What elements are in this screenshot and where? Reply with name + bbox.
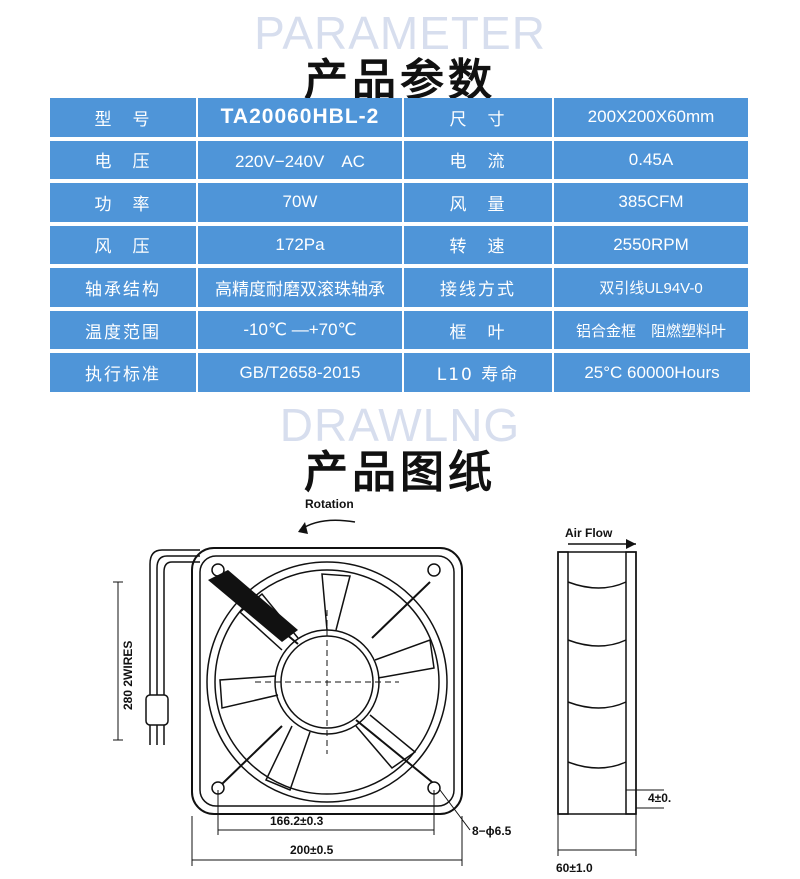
dim-outer-label: 200±0.5 bbox=[290, 843, 334, 857]
drawing-title: 产品图纸 bbox=[304, 447, 496, 498]
dim-depth-label: 60±1.0 bbox=[556, 861, 593, 875]
spec-value-lifetime: 25°C 60000Hours bbox=[554, 353, 750, 392]
spec-value-temperature: -10℃ —+70℃ bbox=[198, 310, 404, 350]
spec-label-speed: 转 速 bbox=[404, 225, 554, 265]
spec-label-frame-blade: 框 叶 bbox=[404, 310, 554, 350]
airflow-label: Air Flow bbox=[565, 526, 613, 540]
spec-label-current: 电 流 bbox=[404, 140, 554, 180]
parameter-watermark: PARAMETER bbox=[254, 7, 546, 59]
spec-label-bearing: 轴承结构 bbox=[50, 268, 198, 307]
dim-flange-label: 4±0. bbox=[648, 791, 671, 805]
fan-side-view bbox=[557, 543, 664, 856]
fan-drawing: Rotation Air Flow 280 2WIRES 166.2±0.3 2… bbox=[113, 497, 671, 875]
spec-label-power: 功 率 bbox=[50, 183, 198, 222]
spec-value-power: 70W bbox=[198, 183, 404, 222]
spec-label-temperature: 温度范围 bbox=[50, 310, 198, 350]
rotation-label: Rotation bbox=[305, 497, 354, 511]
spec-value-frame-blade: 铝合金框 阻燃塑料叶 bbox=[554, 310, 750, 350]
fan-front-view bbox=[113, 519, 471, 866]
spec-value-size: 200X200X60mm bbox=[554, 98, 750, 137]
dim-inner-label: 166.2±0.3 bbox=[270, 814, 324, 828]
spec-value-pressure: 172Pa bbox=[198, 225, 404, 265]
spec-label-airflow: 风 量 bbox=[404, 183, 554, 222]
wires-label: 280 2WIRES bbox=[121, 641, 135, 710]
spec-value-current: 0.45A bbox=[554, 140, 750, 180]
dim-hole-label: 8−ϕ6.5 bbox=[472, 824, 512, 838]
drawing-watermark: DRAWLNG bbox=[279, 399, 521, 451]
spec-value-airflow: 385CFM bbox=[554, 183, 750, 222]
spec-label-lifetime: L10 寿命 bbox=[404, 353, 554, 392]
spec-label-model: 型 号 bbox=[50, 98, 198, 137]
parameter-title: 产品参数 bbox=[304, 55, 496, 106]
spec-label-voltage: 电 压 bbox=[50, 140, 198, 180]
spec-label-wiring: 接线方式 bbox=[404, 268, 554, 307]
spec-value-wiring: 双引线UL94V-0 bbox=[554, 268, 750, 307]
spec-table: 型 号 TA20060HBL-2 尺 寸 200X200X60mm 电 压 22… bbox=[50, 98, 750, 392]
spec-value-speed: 2550RPM bbox=[554, 225, 750, 265]
spec-label-standard: 执行标准 bbox=[50, 353, 198, 392]
spec-value-standard: GB/T2658-2015 bbox=[198, 353, 404, 392]
spec-label-pressure: 风 压 bbox=[50, 225, 198, 265]
spec-value-model: TA20060HBL-2 bbox=[198, 98, 404, 137]
spec-value-voltage: 220V−240V AC bbox=[198, 140, 404, 180]
spec-value-bearing: 高精度耐磨双滚珠轴承 bbox=[198, 268, 404, 307]
spec-label-size: 尺 寸 bbox=[404, 98, 554, 137]
